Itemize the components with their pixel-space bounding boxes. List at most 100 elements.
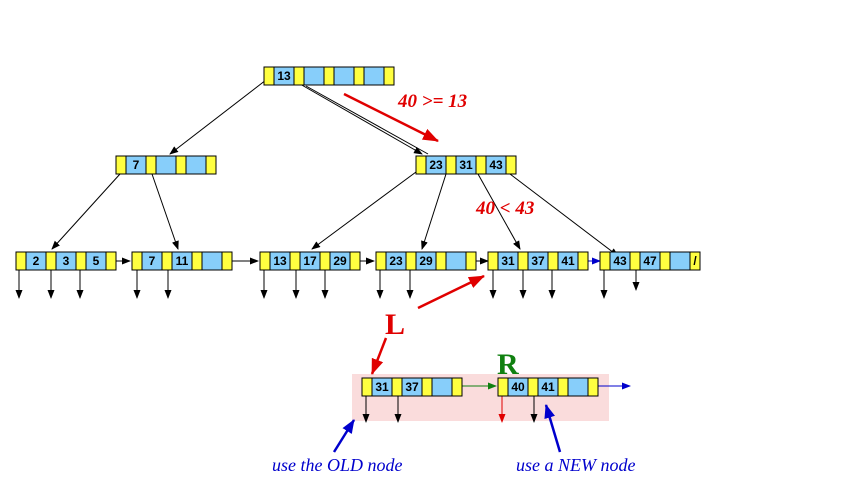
pointer-cell: [205, 155, 217, 175]
pointer-cell: [391, 377, 403, 397]
key-value: 31: [459, 158, 473, 172]
key-value: 29: [333, 254, 347, 268]
internal-node-right: 23 31 43: [415, 155, 517, 175]
key-value: 43: [489, 158, 503, 172]
pointer-cell: [191, 251, 203, 271]
pointer-cell: [557, 377, 569, 397]
key-cell: [333, 66, 355, 86]
root-node: 13: [263, 66, 395, 86]
pointer-cell: [323, 66, 335, 86]
pointer-cell: [175, 155, 187, 175]
key-cell: [201, 251, 223, 271]
key-value: 5: [93, 254, 100, 268]
pointer-cell: [689, 251, 701, 271]
pointer-cell: [547, 251, 559, 271]
pointer-cell: [289, 251, 301, 271]
leaf-node: 13 17 29: [259, 251, 361, 271]
internal-compare-annotation: 40 < 43: [475, 198, 534, 219]
key-value: 43: [613, 254, 627, 268]
right-label: R: [497, 348, 519, 381]
key-value: 31: [501, 254, 515, 268]
pointer-cell: [517, 251, 529, 271]
pointer-cell: [659, 251, 671, 271]
pointer-cell: [319, 251, 331, 271]
leaf-node: 43 47 /: [599, 251, 701, 271]
key-value: 7: [149, 254, 156, 268]
pointer-cell: [629, 251, 641, 271]
key-value: 2: [33, 254, 40, 268]
split-new-node: 40 41: [497, 377, 599, 397]
null-terminator: /: [693, 254, 697, 268]
key-cell: [303, 66, 325, 86]
pointer-cell: [221, 251, 233, 271]
key-value: 23: [429, 158, 443, 172]
key-value: 47: [643, 254, 657, 268]
key-value: 37: [405, 380, 419, 394]
pointer-cell: [505, 155, 517, 175]
pointer-cell: [383, 66, 395, 86]
leaf-node: 7 11: [131, 251, 233, 271]
leaf-data-pointers: [15, 268, 640, 299]
pointer-cell: [375, 251, 387, 271]
key-value: 11: [176, 254, 189, 268]
pointer-cell: [105, 251, 117, 271]
key-cell: [363, 66, 385, 86]
key-value: 7: [133, 158, 140, 172]
split-node-pointers: [362, 382, 631, 423]
pointer-cell: [353, 66, 365, 86]
pointer-cell: [599, 251, 611, 271]
pointer-cell: [259, 251, 271, 271]
pointer-cell: [445, 155, 457, 175]
pointer-cell: [145, 155, 157, 175]
leaf-node: 31 37 41: [487, 251, 589, 271]
key-value: 41: [561, 254, 575, 268]
pointer-cell: [435, 251, 447, 271]
leaf-node: 2 3 5: [15, 251, 117, 271]
key-value: 13: [277, 69, 291, 83]
pointer-cell: [45, 251, 57, 271]
key-cell: [567, 377, 589, 397]
key-value: 3: [63, 254, 70, 268]
key-value: 23: [389, 254, 403, 268]
key-cell: [155, 155, 177, 175]
pointer-cell: [487, 251, 499, 271]
key-cell: [669, 251, 691, 271]
pointer-cell: [361, 377, 373, 397]
internal-node-left: 7: [115, 155, 217, 175]
key-value: 37: [531, 254, 545, 268]
split-old-node: 31 37: [361, 377, 463, 397]
pointer-cell: [415, 155, 427, 175]
key-value: 40: [511, 380, 525, 394]
pointer-cell: [465, 251, 477, 271]
pointer-cell: [161, 251, 173, 271]
pointer-cell: [15, 251, 27, 271]
key-value: 31: [375, 380, 389, 394]
pointer-cell: [587, 377, 599, 397]
pointer-cell: [293, 66, 305, 86]
key-value: 17: [303, 254, 317, 268]
key-value: 41: [541, 380, 555, 394]
pointer-cell: [349, 251, 361, 271]
pointer-cell: [405, 251, 417, 271]
pointer-cell: [451, 377, 463, 397]
new-node-caption: use a NEW node: [516, 455, 635, 475]
key-cell: [445, 251, 467, 271]
root-compare-annotation: 40 >= 13: [397, 91, 467, 112]
key-cell: [431, 377, 453, 397]
pointer-cell: [263, 66, 275, 86]
key-cell: [185, 155, 207, 175]
pointer-cell: [527, 377, 539, 397]
pointer-cell: [131, 251, 143, 271]
key-value: 29: [419, 254, 433, 268]
left-label: L: [385, 308, 405, 341]
pointer-cell: [421, 377, 433, 397]
pointer-cell: [75, 251, 87, 271]
old-node-caption: use the OLD node: [272, 455, 402, 475]
annotation-arrows: [332, 92, 562, 453]
key-value: 13: [273, 254, 287, 268]
pointer-cell: [577, 251, 589, 271]
pointer-cell: [475, 155, 487, 175]
pointer-cell: [115, 155, 127, 175]
tree-edges: [51, 79, 619, 257]
